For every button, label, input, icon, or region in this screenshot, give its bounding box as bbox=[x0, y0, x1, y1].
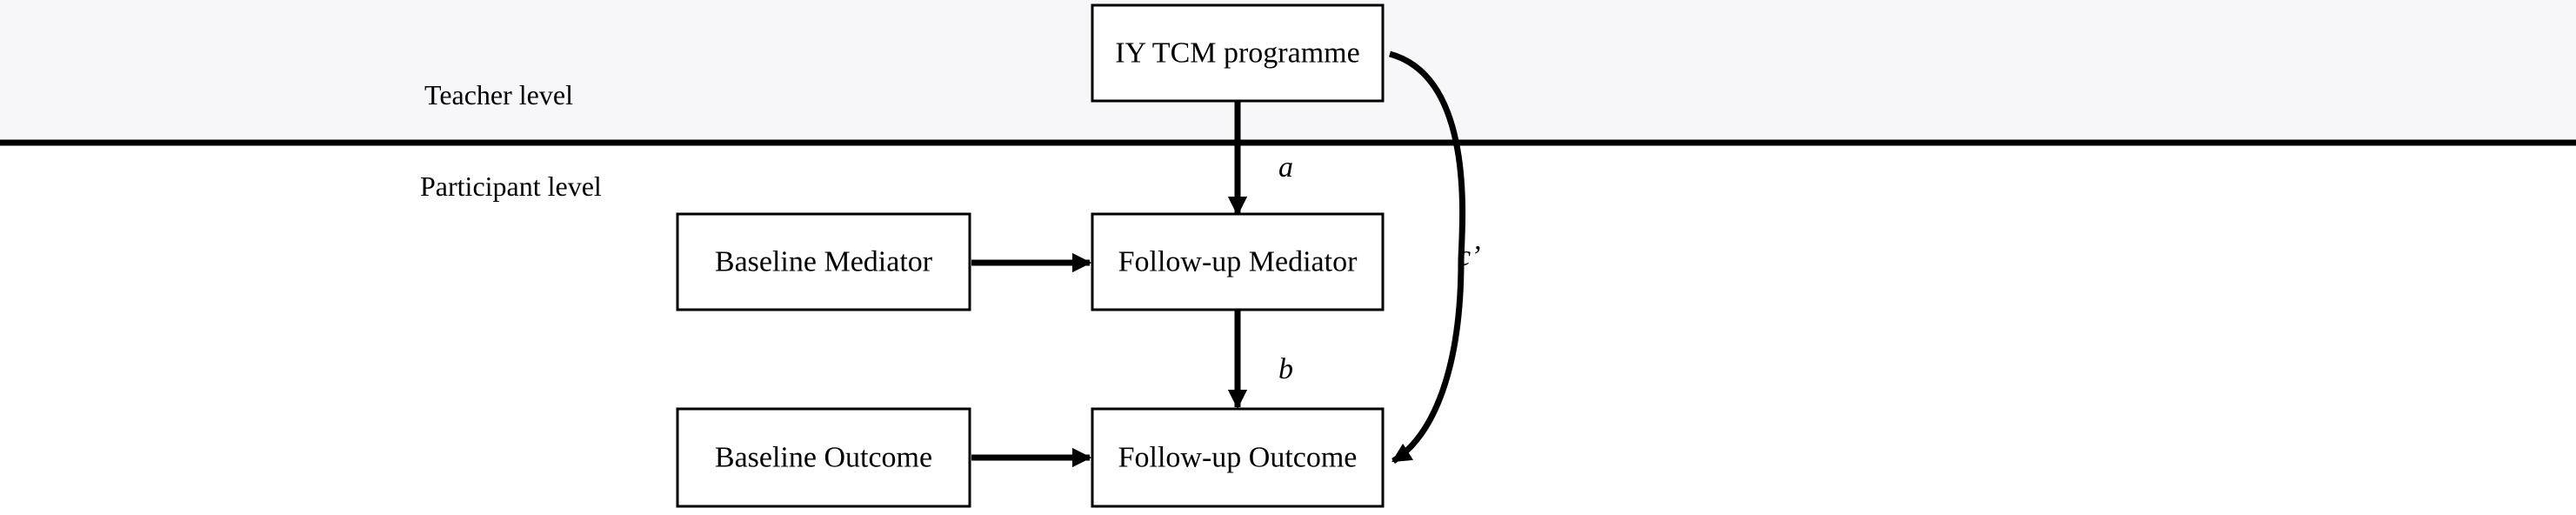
path-b-label: b bbox=[1278, 353, 1293, 385]
path-c-prime-label: c’ bbox=[1458, 240, 1480, 272]
programme-box: IY TCM programme bbox=[1091, 3, 1385, 103]
followup-mediator-box: Follow-up Mediator bbox=[1091, 212, 1385, 311]
baseline-outcome-box-label: Baseline Outcome bbox=[715, 442, 932, 474]
path-a-label: a bbox=[1278, 151, 1293, 184]
baseline-mediator-box-label: Baseline Mediator bbox=[715, 246, 933, 278]
followup-outcome-box-label: Follow-up Outcome bbox=[1118, 442, 1358, 474]
baseline-outcome-box: Baseline Outcome bbox=[676, 407, 971, 508]
followup-mediator-box-label: Follow-up Mediator bbox=[1118, 246, 1358, 278]
programme-box-label: IY TCM programme bbox=[1115, 37, 1359, 70]
baseline-mediator-box: Baseline Mediator bbox=[676, 212, 971, 311]
path-c-prime-arrow bbox=[1389, 50, 1466, 464]
followup-outcome-box: Follow-up Outcome bbox=[1091, 407, 1385, 508]
participant-level-label: Participant level bbox=[420, 171, 602, 202]
teacher-level-label: Teacher level bbox=[424, 79, 573, 110]
